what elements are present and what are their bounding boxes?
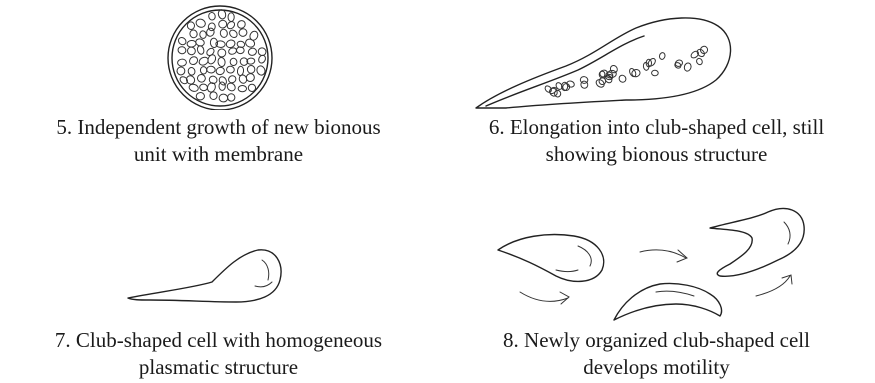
motion-arrow xyxy=(520,292,569,304)
bion-vesicle xyxy=(659,52,666,60)
bion-vesicle xyxy=(207,66,216,73)
bion-vesicle xyxy=(200,66,207,74)
bion-vesicle xyxy=(247,65,255,73)
motion-arrow xyxy=(640,250,687,262)
caption-line-1: Club-shaped cell with homogeneous xyxy=(76,328,382,352)
bion-vesicle xyxy=(249,30,260,42)
bion-vesicle xyxy=(237,66,244,76)
bion-vesicle xyxy=(230,58,237,66)
bion-vesicle xyxy=(695,57,703,65)
caption-number: 6. xyxy=(489,115,505,139)
bion-vesicle xyxy=(238,86,246,92)
bion-vesicle xyxy=(219,82,226,91)
bion-vesicle xyxy=(618,74,628,84)
bion-vesicle xyxy=(244,38,256,49)
bion-vesicle xyxy=(205,27,215,38)
elongating-cell-illustration xyxy=(438,0,875,112)
bion-vesicle xyxy=(195,18,207,29)
caption-7: 7. Club-shaped cell with homogeneous pla… xyxy=(0,327,437,381)
bion-vesicle xyxy=(217,57,225,67)
bion-vesicle xyxy=(187,22,194,30)
bion-vesicle xyxy=(651,70,658,76)
caption-line-1: Independent growth of new bionous xyxy=(77,115,380,139)
panel-7: 7. Club-shaped cell with homogeneous pla… xyxy=(0,192,437,383)
bion-vesicle xyxy=(220,29,228,38)
bion-vesicle xyxy=(683,62,692,72)
bion-vesicle xyxy=(189,29,198,39)
bion-vesicle xyxy=(228,47,238,56)
caption-line-2: plasmatic structure xyxy=(0,354,437,381)
bion-vesicle xyxy=(239,57,249,67)
bion-vesicle xyxy=(208,12,216,20)
bion-vesicle xyxy=(226,20,236,30)
bion-vesicle xyxy=(208,23,216,32)
bion-vesicle xyxy=(196,92,205,100)
bion-vesicle xyxy=(196,73,206,83)
bion-vesicle xyxy=(218,20,227,29)
bion-vesicle xyxy=(199,84,208,92)
motile-cell xyxy=(498,235,604,282)
caption-8: 8. Newly organized club-shaped cell deve… xyxy=(438,327,875,381)
bion-vesicle xyxy=(226,66,234,74)
club-shaped-cell-illustration xyxy=(0,192,437,322)
bion-vesicle xyxy=(257,54,266,64)
caption-line-2: develops motility xyxy=(438,354,875,381)
bion-vesicle xyxy=(177,46,186,54)
motile-cell xyxy=(614,283,722,320)
caption-line-2: showing bionous structure xyxy=(438,141,875,168)
motile-cell xyxy=(710,208,804,276)
panel-6: 6. Elongation into club-shaped cell, sti… xyxy=(438,0,875,191)
bion-vesicle xyxy=(226,93,236,103)
bion-vesicle xyxy=(199,30,207,38)
caption-line-1: Elongation into club-shaped cell, still xyxy=(510,115,824,139)
panel-5: 5. Independent growth of new bionous uni… xyxy=(0,0,437,191)
caption-6: 6. Elongation into club-shaped cell, sti… xyxy=(438,114,875,168)
caption-line-2: unit with membrane xyxy=(0,141,437,168)
bion-vesicle xyxy=(247,47,257,56)
bion-vesicle xyxy=(177,36,187,46)
bion-vesicle xyxy=(219,94,228,102)
bion-vesicle xyxy=(236,19,247,30)
bion-vesicle xyxy=(699,45,709,55)
bion-vesicle xyxy=(228,29,238,39)
bion-vesicle xyxy=(554,90,561,98)
bionous-unit-illustration xyxy=(0,0,437,110)
bion-vesicle xyxy=(228,13,234,22)
bion-vesicle xyxy=(226,82,237,93)
bion-vesicle xyxy=(690,50,700,59)
bion-vesicle xyxy=(227,74,237,84)
caption-5: 5. Independent growth of new bionous uni… xyxy=(0,114,437,168)
bion-vesicle xyxy=(187,67,195,76)
bion-vesicle xyxy=(216,47,227,58)
bion-vesicle xyxy=(215,66,225,75)
bion-vesicles xyxy=(544,45,709,98)
bion-vesicle xyxy=(177,59,187,67)
bion-vesicle xyxy=(187,40,197,48)
motion-arrow xyxy=(756,275,792,296)
caption-line-1: Newly organized club-shaped cell xyxy=(524,328,810,352)
caption-number: 7. xyxy=(55,328,71,352)
panel-8: 8. Newly organized club-shaped cell deve… xyxy=(438,192,875,383)
caption-number: 8. xyxy=(503,328,519,352)
caption-number: 5. xyxy=(56,115,72,139)
bion-vesicle xyxy=(238,27,248,37)
motile-cells-illustration xyxy=(438,192,875,327)
bion-vesicle xyxy=(188,55,199,66)
bion-vesicle xyxy=(188,83,199,92)
bion-vesicle xyxy=(186,46,196,56)
bion-vesicle xyxy=(210,92,217,100)
bion-vesicle xyxy=(176,66,186,76)
